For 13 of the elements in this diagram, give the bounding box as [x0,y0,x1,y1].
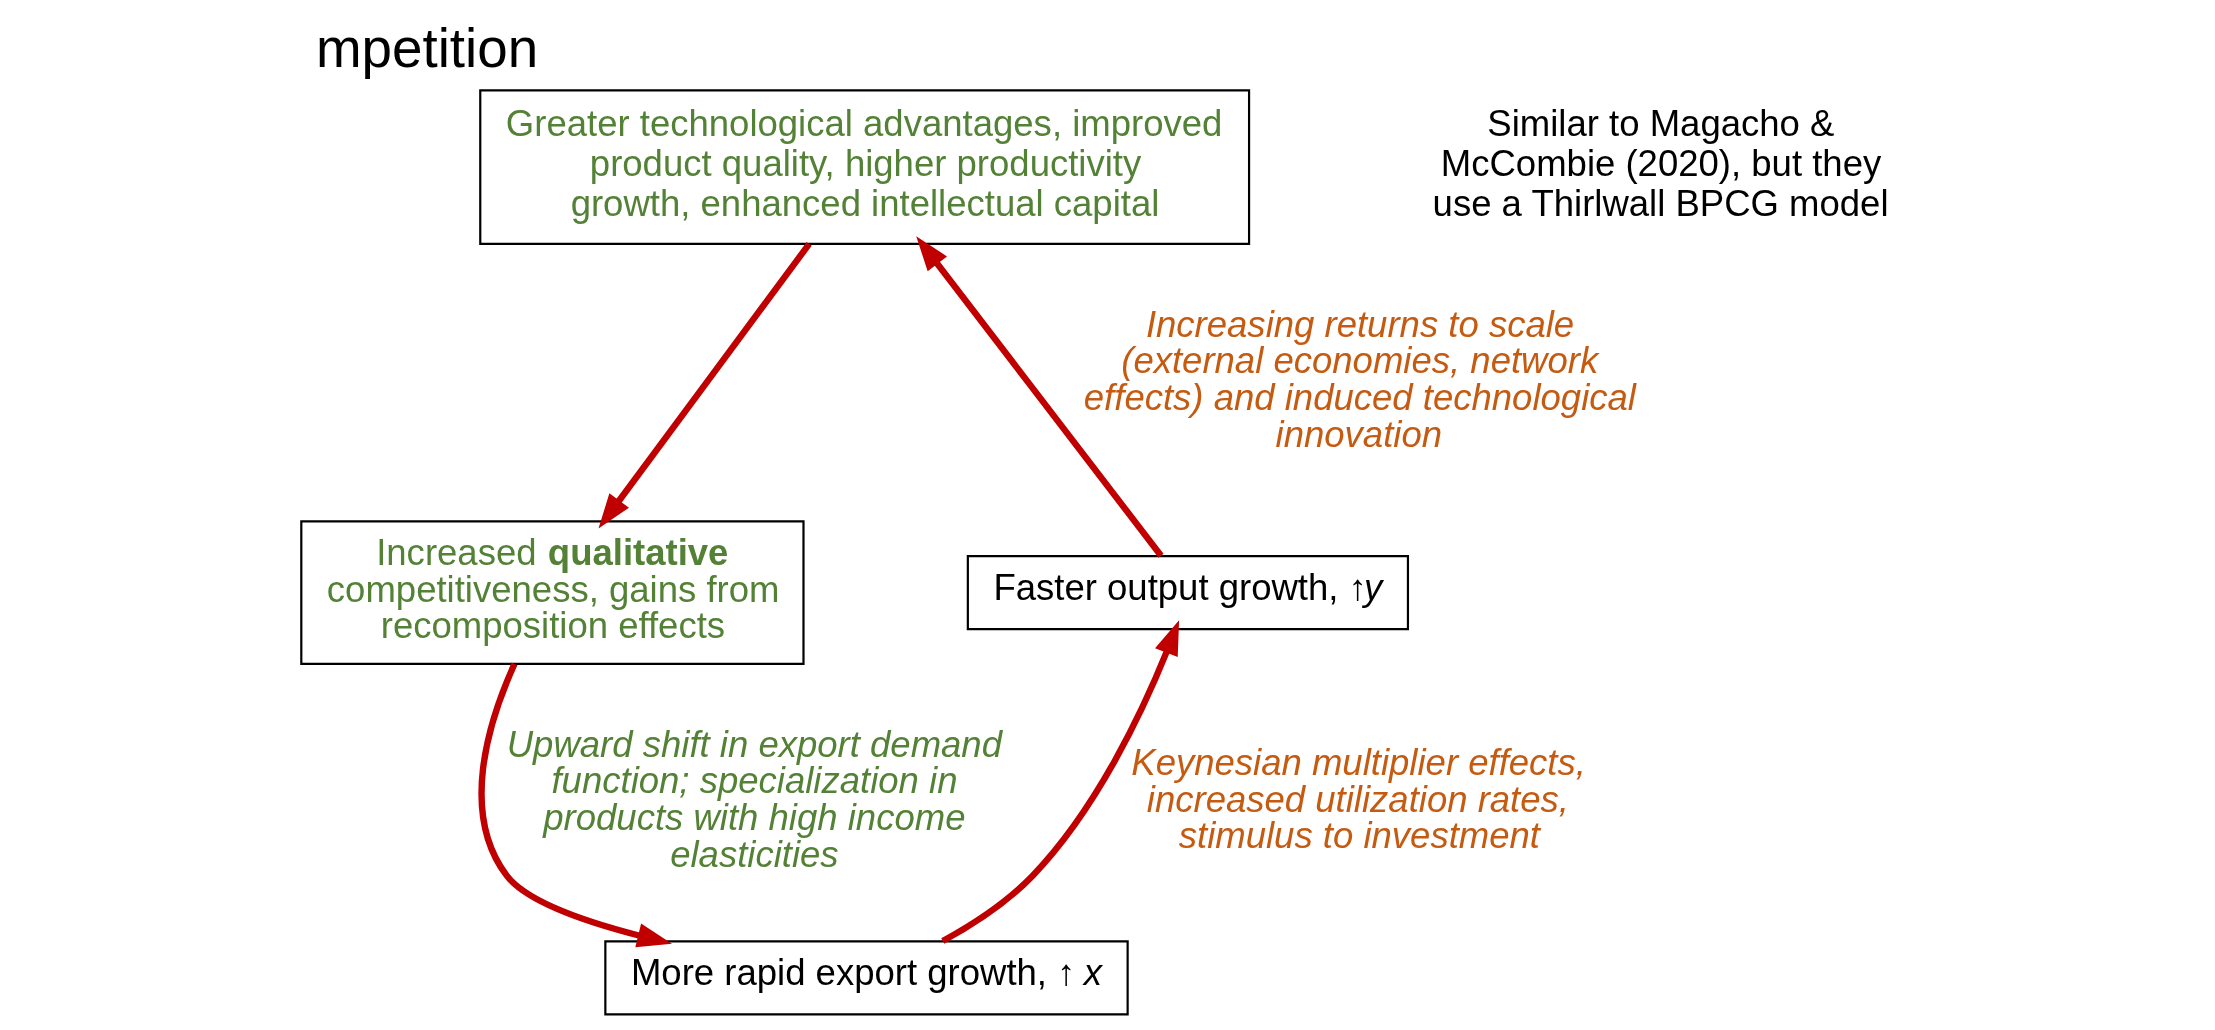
node-box: Increased qualitative competitiveness, gains from recomposition effects [299,520,805,665]
arrow [477,662,672,948]
label: Similar to Magacho & McCombie (2020), but they use a Thirlwall BPCG model [1432,103,1889,225]
node-box: Faster output growth, ↑y [966,555,1409,631]
arrow [598,241,812,529]
edge-label: Increasing returns to scale (external economies, network effects) and induced technological innovation [1083,303,1636,455]
arrow [940,620,1179,944]
edge-label: Keynesian multiplier effects, increased utilization rates, stimulus to investment [1130,742,1586,857]
arrow [915,236,1164,558]
node-box: Greater technological advantages, improved product quality, higher productivity growth, enhanced intellectual capital [478,89,1250,245]
diagram-title: mpetition [315,16,538,79]
edge-label: Upward shift in export demand function; specialization in products with high income elasticities [506,723,1002,875]
node-box: More rapid export growth, ↑ x [603,940,1129,1016]
